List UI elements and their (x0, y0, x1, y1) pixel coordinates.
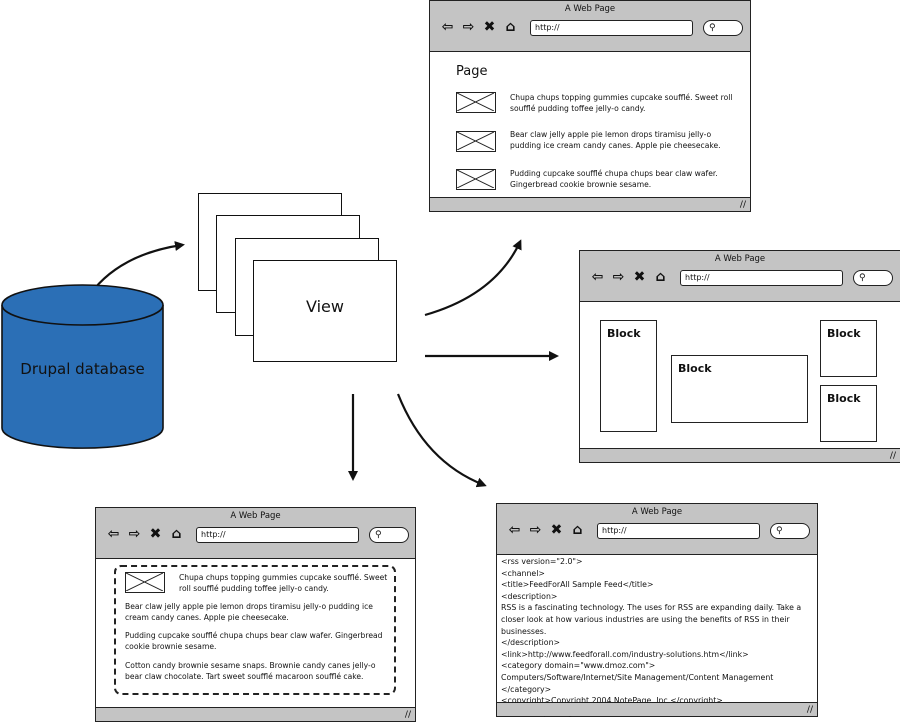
browser-toolbar: A Web Page ⇦ ⇨ ✖ ⌂ http:// ⚲ (580, 251, 900, 302)
browser-teaser-output: A Web Page ⇦ ⇨ ✖ ⌂ http:// ⚲ Chupa chups… (95, 507, 416, 722)
close-icon[interactable]: ✖ (149, 526, 162, 542)
forward-arrow-icon[interactable]: ⇨ (612, 269, 625, 285)
rss-line: <title>FeedForAll Sample Feed</title> (501, 580, 654, 590)
home-icon[interactable]: ⌂ (572, 522, 583, 538)
forward-arrow-icon[interactable]: ⇨ (128, 526, 141, 542)
rss-line: closer look at how various industries ar… (501, 614, 790, 624)
rss-line: Computers/Software/Internet/Site Managem… (501, 672, 774, 682)
block-right-bottom: Block (820, 385, 877, 442)
image-placeholder (456, 131, 496, 152)
search-field[interactable]: ⚲ (703, 20, 743, 36)
rss-line: <link>http://www.feedforall.com/industry… (501, 649, 749, 659)
browser-statusbar: // (580, 448, 900, 462)
rss-line: </description> (501, 638, 561, 648)
url-field[interactable]: http:// (196, 527, 359, 543)
arrow-view-to-page (424, 239, 522, 317)
home-icon[interactable]: ⌂ (505, 19, 516, 35)
browser-toolbar: A Web Page ⇦ ⇨ ✖ ⌂ http:// ⚲ (497, 504, 817, 555)
list-item-text: Chupa chups topping gummies cupcake souf… (510, 93, 733, 113)
search-icon: ⚲ (375, 530, 382, 540)
rss-line: </category> (501, 684, 552, 694)
browser-statusbar: // (430, 197, 750, 211)
forward-arrow-icon[interactable]: ⇨ (462, 19, 475, 35)
search-field[interactable]: ⚲ (853, 270, 893, 286)
teaser-text: Cotton candy brownie sesame snaps. Brown… (125, 661, 376, 681)
resize-grip-icon[interactable]: // (404, 710, 411, 720)
window-title: A Web Page (714, 254, 766, 264)
database-icon (1, 284, 164, 449)
database-label: Drupal database (20, 360, 145, 378)
home-icon[interactable]: ⌂ (655, 269, 666, 285)
browser-toolbar: A Web Page ⇦ ⇨ ✖ ⌂ http:// ⚲ (96, 508, 415, 559)
block-left-sidebar: Block (600, 320, 657, 432)
resize-grip-icon[interactable]: // (889, 451, 896, 461)
browser-rss-output: A Web Page ⇦ ⇨ ✖ ⌂ http:// ⚲ <rss versio… (496, 503, 818, 717)
url-field[interactable]: http:// (680, 270, 843, 286)
browser-page-output: A Web Page ⇦ ⇨ ✖ ⌂ http:// ⚲ Page Chupa … (429, 0, 751, 212)
page-heading: Page (456, 64, 488, 79)
rss-line: <description> (501, 591, 558, 601)
image-placeholder (456, 92, 496, 113)
back-arrow-icon[interactable]: ⇦ (441, 19, 454, 35)
back-arrow-icon[interactable]: ⇦ (107, 526, 120, 542)
rss-xml-content: <rss version="2.0"> <channel> <title>Fee… (501, 556, 813, 718)
window-title: A Web Page (564, 4, 616, 14)
teaser-list-region (114, 565, 396, 695)
browser-statusbar: // (497, 702, 817, 716)
close-icon[interactable]: ✖ (550, 522, 563, 538)
search-field[interactable]: ⚲ (770, 523, 810, 539)
close-icon[interactable]: ✖ (483, 19, 496, 35)
teaser-text: Pudding cupcake soufflé chupa chups bear… (125, 631, 383, 651)
block-center: Block (671, 355, 808, 423)
forward-arrow-icon[interactable]: ⇨ (529, 522, 542, 538)
image-placeholder (456, 169, 496, 190)
arrow-view-to-rss (396, 393, 487, 488)
search-icon: ⚲ (709, 23, 716, 33)
search-field[interactable]: ⚲ (369, 527, 409, 543)
browser-statusbar: // (96, 707, 415, 721)
browser-toolbar: A Web Page ⇦ ⇨ ✖ ⌂ http:// ⚲ (430, 1, 750, 52)
view-label: View (306, 297, 344, 316)
rss-line: RSS is a fascinating technology. The use… (501, 603, 802, 613)
teaser-text: Chupa chups topping gummies cupcake souf… (179, 573, 388, 593)
rss-line: businesses. (501, 626, 547, 636)
rss-line: <copyright>Copyright 2004 NotePage, Inc.… (501, 696, 723, 706)
url-field[interactable]: http:// (597, 523, 760, 539)
search-icon: ⚲ (859, 273, 866, 283)
browser-block-output: A Web Page ⇦ ⇨ ✖ ⌂ http:// ⚲ Block Block… (579, 250, 900, 463)
rss-line: <rss version="2.0"> (501, 557, 583, 566)
rss-line: <channel> (501, 568, 545, 578)
block-right-top: Block (820, 320, 877, 377)
back-arrow-icon[interactable]: ⇦ (508, 522, 521, 538)
home-icon[interactable]: ⌂ (171, 526, 182, 542)
url-field[interactable]: http:// (530, 20, 693, 36)
teaser-text: Bear claw jelly apple pie lemon drops ti… (125, 602, 373, 622)
resize-grip-icon[interactable]: // (806, 705, 813, 715)
rss-line: <category domain="www.dmoz.com"> (501, 661, 656, 671)
search-icon: ⚲ (776, 526, 783, 536)
window-title: A Web Page (631, 507, 683, 517)
back-arrow-icon[interactable]: ⇦ (591, 269, 604, 285)
list-item-text: Bear claw jelly apple pie lemon drops ti… (510, 130, 721, 150)
list-item-text: Pudding cupcake soufflé chupa chups bear… (510, 169, 718, 189)
close-icon[interactable]: ✖ (633, 269, 646, 285)
resize-grip-icon[interactable]: // (739, 200, 746, 210)
image-placeholder (125, 572, 165, 593)
view-sheet-front (253, 260, 397, 362)
window-title: A Web Page (230, 511, 281, 521)
